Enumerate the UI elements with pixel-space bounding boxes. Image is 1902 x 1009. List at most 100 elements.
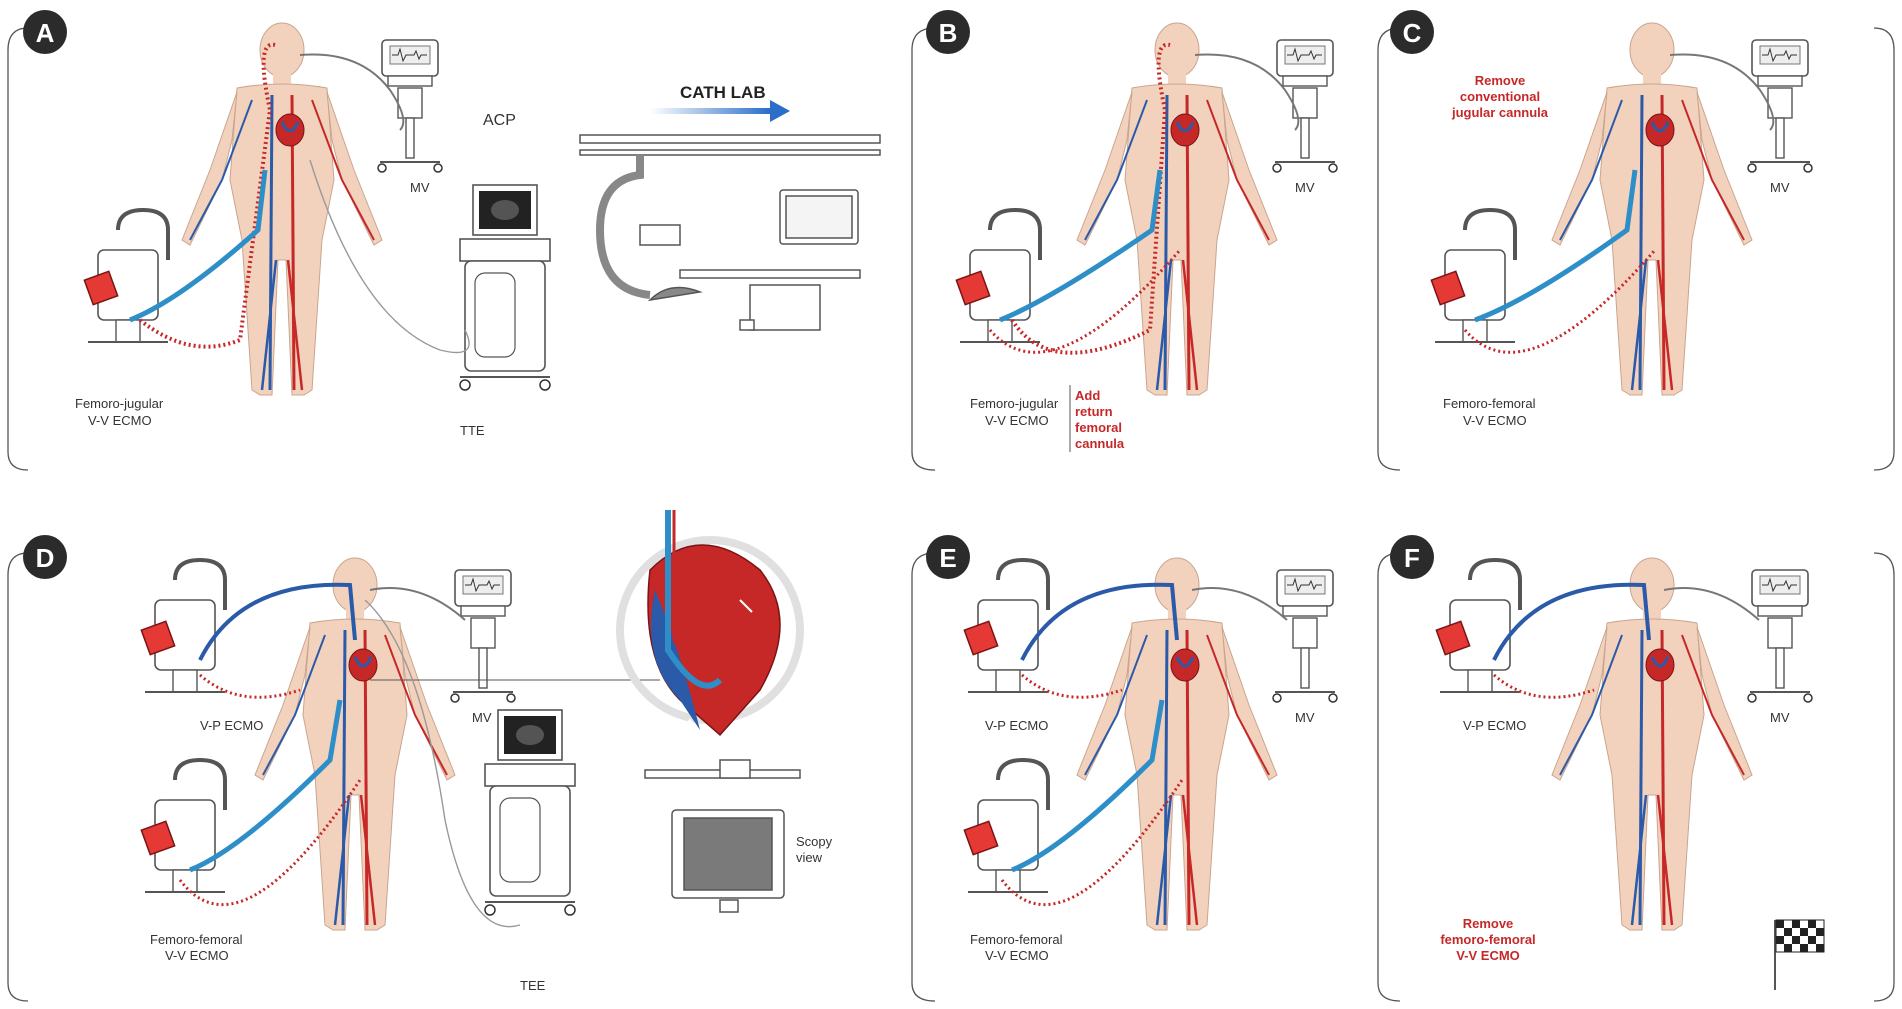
ventilator-b bbox=[1272, 39, 1338, 173]
panel-d: MV V-P ECMO Femoro-femoral V-V ECMO TEE bbox=[139, 510, 833, 993]
note-c-2: conventional bbox=[1460, 89, 1540, 104]
ventilator-f bbox=[1747, 569, 1813, 703]
femoral-return-cannula-b bbox=[988, 249, 1182, 354]
ecmo-label-f-top: V-P ECMO bbox=[1463, 718, 1526, 733]
mv-label-f: MV bbox=[1770, 710, 1790, 725]
femoral-return-cannula-c bbox=[1463, 249, 1657, 354]
patient-body-b bbox=[1075, 21, 1279, 397]
note-b-1: Add bbox=[1075, 388, 1100, 403]
ultrasound-machine-a bbox=[459, 184, 551, 391]
badge-b bbox=[926, 10, 970, 54]
ecmo-label-e-top: V-P ECMO bbox=[985, 718, 1048, 733]
panel-letter-f: F bbox=[1404, 543, 1420, 573]
frame-a bbox=[7, 27, 29, 471]
vp-return-in-heart bbox=[672, 510, 726, 678]
mv-label-e: MV bbox=[1295, 710, 1315, 725]
ecmo-console-e-top bbox=[962, 558, 1050, 694]
panel-f: MV V-P ECMO Remove femoro-femoral V-V EC… bbox=[1434, 556, 1825, 990]
ecmo-console-d-top bbox=[139, 558, 227, 694]
note-c-3: jugular cannula bbox=[1451, 105, 1549, 120]
note-f-2: femoro-femoral bbox=[1440, 932, 1535, 947]
ecmo-console-e-bottom bbox=[962, 758, 1050, 894]
panel-c: MV Femoro-femoral V-V ECMO Remove conven… bbox=[1429, 21, 1813, 428]
vp-cannula-in-heart bbox=[665, 510, 723, 689]
tte-label: TTE bbox=[460, 423, 485, 438]
patient-body-c bbox=[1550, 21, 1754, 397]
ecmo-console-c bbox=[1429, 208, 1517, 344]
vp-return-e bbox=[1021, 673, 1123, 699]
badge-c bbox=[1390, 10, 1434, 54]
ecmo-label-a-1: Femoro-jugular bbox=[75, 396, 164, 411]
panel-a: MV Femoro-jugular V-V ECMO ACP TTE CATH … bbox=[75, 21, 881, 438]
frame-b bbox=[911, 27, 936, 471]
cath-lab-arrow-shaft bbox=[650, 108, 770, 114]
ecmo-console-a bbox=[82, 208, 170, 344]
ff-return-e bbox=[1000, 779, 1184, 907]
badge-a bbox=[23, 10, 67, 54]
ecmo-label-c-2: V-V ECMO bbox=[1463, 413, 1527, 428]
vent-tube-d bbox=[369, 587, 466, 621]
panel-letter-a: A bbox=[36, 18, 55, 48]
frame-f-right bbox=[1873, 552, 1895, 1002]
ff-drainage-e bbox=[1011, 699, 1165, 873]
badge-d bbox=[23, 535, 67, 579]
mv-label-c: MV bbox=[1770, 180, 1790, 195]
vent-tube-f bbox=[1663, 587, 1760, 621]
ecmo-label-d-1: Femoro-femoral bbox=[150, 932, 243, 947]
panel-letter-b: B bbox=[939, 18, 958, 48]
panel-letter-c: C bbox=[1403, 18, 1422, 48]
note-c-1: Remove bbox=[1475, 73, 1526, 88]
vent-tube-e bbox=[1191, 587, 1288, 621]
note-b-4: cannula bbox=[1075, 436, 1125, 451]
panel-b: MV Femoro-jugular V-V ECMO Add return fe… bbox=[954, 21, 1338, 452]
drainage-cannula-a bbox=[129, 169, 268, 323]
frame-c bbox=[1377, 27, 1401, 471]
note-f-1: Remove bbox=[1463, 916, 1514, 931]
arrow-up-icon bbox=[683, 718, 697, 740]
tee-label: TEE bbox=[520, 978, 546, 993]
mv-label-d: MV bbox=[472, 710, 492, 725]
ventilator-e bbox=[1272, 569, 1338, 703]
mv-label-b: MV bbox=[1295, 180, 1315, 195]
frame-f bbox=[1377, 552, 1401, 1002]
ultrasound-machine-d bbox=[484, 709, 576, 916]
patient-body-f bbox=[1550, 556, 1754, 932]
patient-body-a bbox=[180, 21, 384, 397]
vent-tube-c bbox=[1669, 53, 1775, 131]
return-cannula-b bbox=[1010, 42, 1171, 355]
ecmo-label-b-2: V-V ECMO bbox=[985, 413, 1049, 428]
ecmo-label-e-1: Femoro-femoral bbox=[970, 932, 1063, 947]
drainage-cannula-c bbox=[1474, 169, 1638, 323]
vp-return-d bbox=[199, 673, 301, 699]
cath-lab-equipment bbox=[579, 134, 881, 331]
ecmo-label-e-2: V-V ECMO bbox=[985, 948, 1049, 963]
ecmo-label-a-2: V-V ECMO bbox=[88, 413, 152, 428]
tte-probe-cable bbox=[309, 159, 470, 354]
mv-label-a: MV bbox=[410, 180, 430, 195]
ventilator-a bbox=[377, 39, 443, 173]
frame-c-right bbox=[1873, 27, 1895, 471]
acp-label: ACP bbox=[483, 112, 516, 129]
frame-e bbox=[911, 552, 936, 1002]
note-b-2: return bbox=[1075, 404, 1113, 419]
ventilator-d bbox=[450, 569, 516, 703]
finish-flag-icon bbox=[1774, 919, 1825, 990]
vent-tube-a bbox=[299, 53, 405, 131]
panel-badges: A B C D E F bbox=[23, 10, 1434, 579]
drainage-cannula-b bbox=[999, 169, 1163, 323]
note-b-3: femoral bbox=[1075, 420, 1122, 435]
scopy-label-2: view bbox=[796, 850, 823, 865]
ecmo-label-b-1: Femoro-jugular bbox=[970, 396, 1059, 411]
vp-cannula-f bbox=[1492, 582, 1651, 661]
ecmo-console-b bbox=[954, 208, 1042, 344]
ff-return-d bbox=[178, 779, 362, 907]
vp-cannula-e bbox=[1020, 582, 1179, 661]
cath-lab-arrow-icon bbox=[770, 100, 790, 122]
panel-letter-d: D bbox=[36, 543, 55, 573]
flow-arrow-icon bbox=[739, 599, 753, 613]
ecmo-label-c-1: Femoro-femoral bbox=[1443, 396, 1536, 411]
ecmo-console-d-bottom bbox=[139, 758, 227, 894]
badge-e bbox=[926, 535, 970, 579]
heart-detail bbox=[616, 510, 804, 740]
